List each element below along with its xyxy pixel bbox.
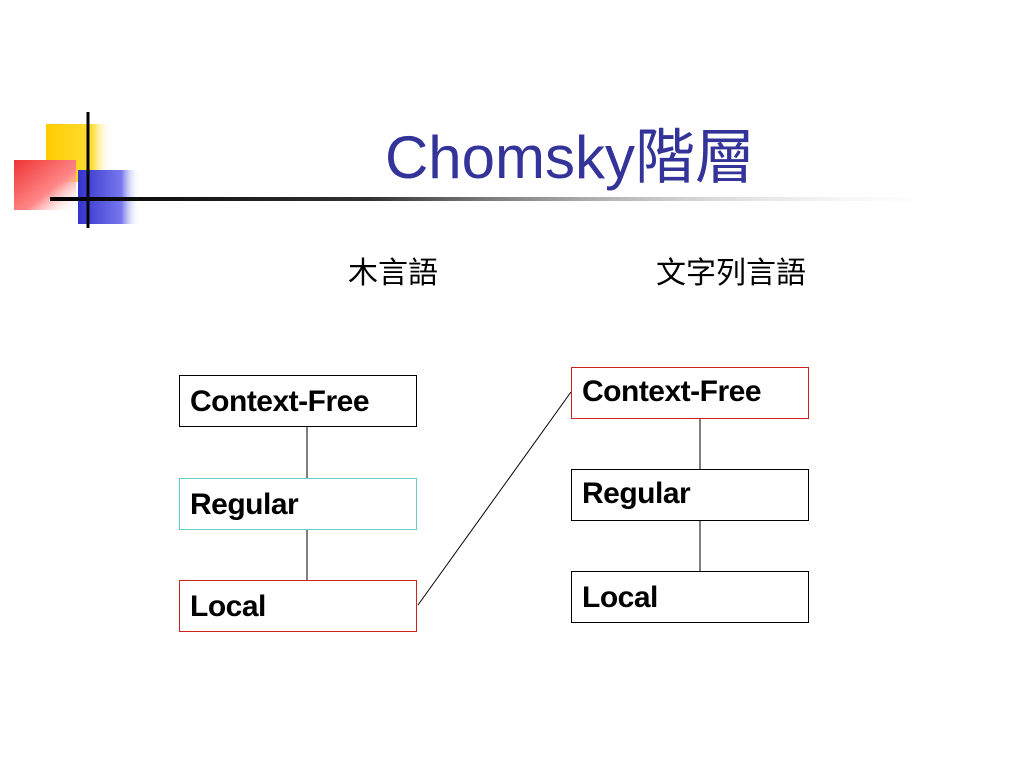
tree-regular-box: Regular [179, 478, 417, 530]
tree-local-box: Local [179, 580, 417, 632]
tree-context-free-box: Context-Free [179, 375, 417, 427]
tree-languages-heading: 木言語 [348, 256, 438, 291]
corner-decoration [14, 112, 970, 228]
string-regular-box: Regular [571, 469, 809, 521]
string-languages-heading: 文字列言語 [656, 256, 806, 291]
string-context-free-box: Context-Free [571, 367, 809, 419]
tree-local-to-string-cf-connector [417, 391, 572, 606]
slide-title: Chomsky階層 [384, 124, 756, 191]
string-local-box: Local [571, 571, 809, 623]
horizontal-rule [50, 197, 970, 201]
red-square [14, 160, 76, 210]
